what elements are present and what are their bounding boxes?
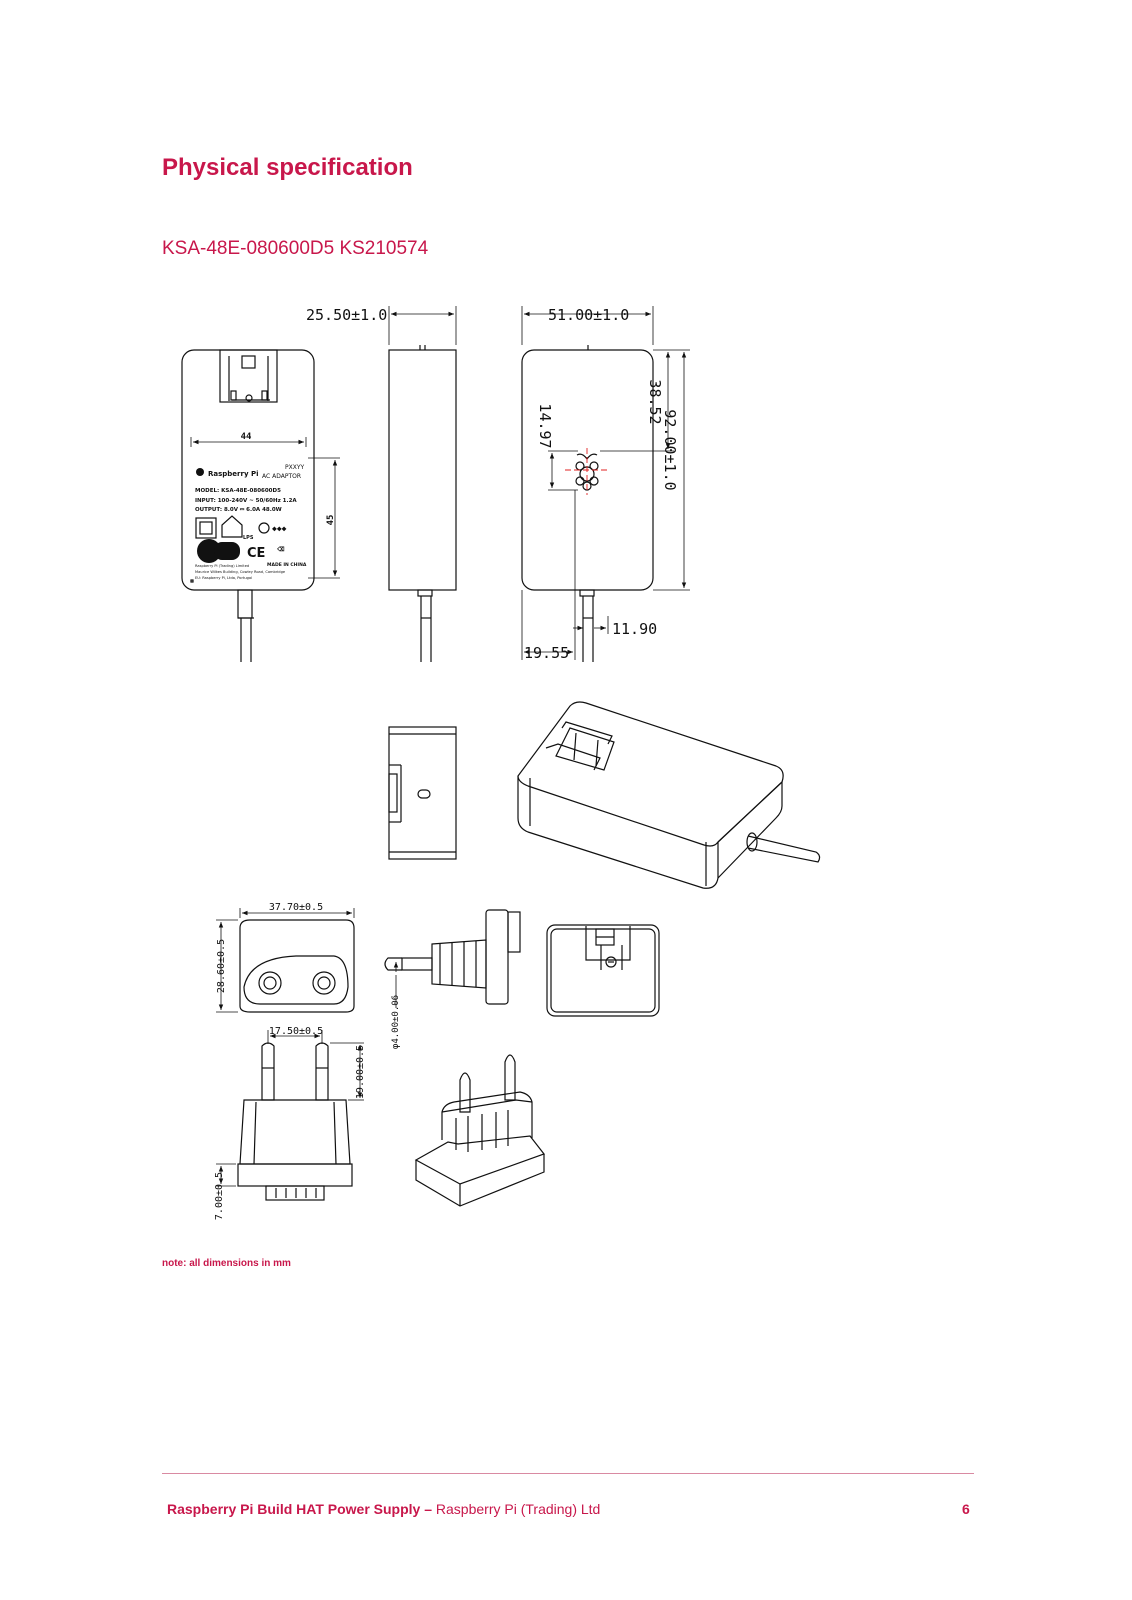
dim-label-width: 44 [241,432,252,442]
label-input: INPUT: 100-240V ~ 50/60Hz 1.2A [195,498,297,504]
dim-logo-offset: 38.52 [646,379,664,424]
raspberry-logo-icon [196,468,204,476]
dim-pin-pitch: 17.50±0.5 [269,1026,323,1037]
footer-product: Raspberry Pi Build HAT Power Supply – [167,1501,433,1517]
pin-isometric-view [414,1054,545,1207]
technical-drawing: 44 45 Raspberry Pi PXXYY AC ADAPTOR MODE… [181,306,821,1220]
label-output: OUTPUT: 8.0V ⎓ 6.0A 48.0W [195,507,282,513]
crosshair [565,448,610,495]
footer-divider [162,1473,974,1474]
adapter-side-view [384,909,521,1008]
model-subtitle: KSA-48E-080600D5 KS210574 [162,238,429,259]
label-marks: ◆◆◆ [272,524,287,533]
front-view-label [181,349,340,662]
dim-cable-offset: 19.55 [524,644,569,662]
dim-pin-length: 19.00±0.5 [355,1045,366,1099]
label-model-code: PXXYY [285,464,305,471]
page-number: 6 [962,1501,970,1517]
dim-width: 51.00±1.0 [548,306,629,324]
adapter-front-view [216,908,355,1013]
dim-adapter-height: 28.60±0.5 [216,939,227,993]
label-text: 44 45 Raspberry Pi PXXYY AC ADAPTOR MODE… [195,432,336,580]
side-view [388,306,457,662]
label-model: MODEL: KSA-48E-080600D5 [195,488,281,494]
dim-adapter-width: 37.70±0.5 [269,902,323,913]
label-lps: LPS [243,535,254,541]
dim-base-height: 7.00±0.5 [214,1172,225,1220]
back-view [521,306,690,662]
weee-bin-icon: ⌫ [276,542,284,556]
label-company-2: Maurice Wilkes Building, Cowley Road, Ca… [195,570,286,574]
label-ce: CE [247,546,265,561]
dim-depth: 25.50±1.0 [306,306,387,324]
pin-front-view [216,1030,364,1201]
label-type: AC ADAPTOR [262,473,301,480]
label-brand: Raspberry Pi [208,470,258,478]
label-company-1: Raspberry Pi (Trading) Limited [195,564,249,568]
isometric-view [517,701,821,889]
label-company-3: EU: Raspberry Pi, Ltda, Portugal [195,576,252,580]
dim-height: 92.00±1.0 [661,409,679,490]
dim-logo-size: 14.97 [536,403,554,448]
dim-cable-dia: 11.90 [612,620,657,638]
adapter-back-view [546,924,660,1017]
top-view [388,726,457,860]
dimensions-note: note: all dimensions in mm [162,1258,291,1269]
dim-pin-dia: φ4.00±0.06 [391,995,401,1049]
page-title: Physical specification [162,154,413,181]
label-made-in: MADE IN CHINA [267,562,307,568]
footer-doc-title: Raspberry Pi Build HAT Power Supply – Ra… [167,1501,600,1517]
dim-label-height: 45 [326,515,336,526]
footer-company: Raspberry Pi (Trading) Ltd [435,1501,601,1517]
